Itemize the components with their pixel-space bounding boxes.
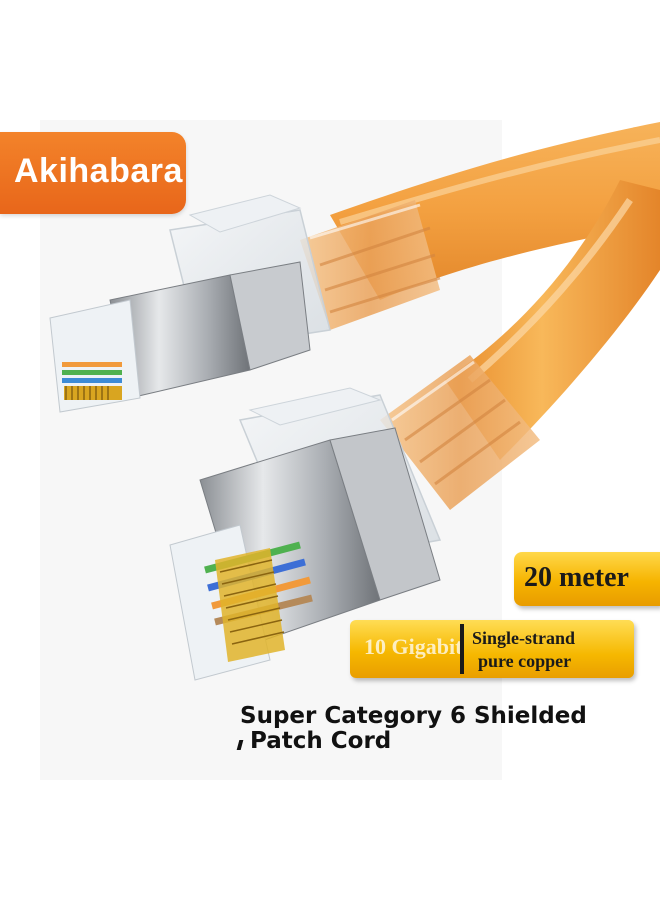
material-panel: Single-strand pure copper — [460, 620, 634, 678]
product-title-line-1: Super Category 6 Shielded — [240, 703, 587, 729]
rj45-connector-upper-icon — [49, 194, 441, 413]
product-title-line-2: Patch Cord — [250, 728, 392, 754]
speed-label: 10 Gigabit — [364, 634, 463, 659]
brand-badge: Akihabara — [0, 132, 186, 214]
length-badge: 20 meter — [514, 552, 660, 606]
spec-badge: 10 Gigabit Single-strand pure copper — [350, 620, 634, 678]
material-line-1: Single-strand — [472, 628, 576, 648]
brand-name: Akihabara — [14, 152, 183, 190]
material-line-2: pure copper — [478, 651, 572, 671]
rj45-connector-lower-icon — [169, 355, 540, 681]
length-label: 20 meter — [524, 562, 629, 593]
